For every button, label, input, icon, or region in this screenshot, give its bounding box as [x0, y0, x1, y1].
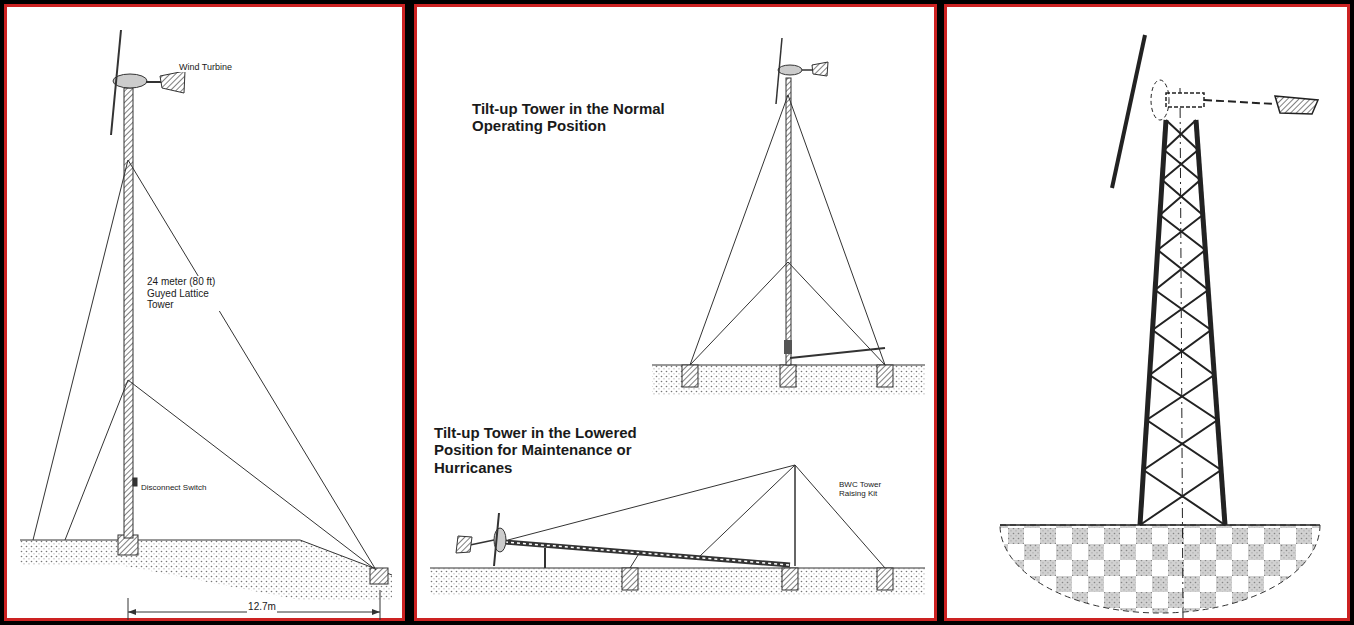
- tail-boom: [470, 540, 494, 545]
- guy-wire: [128, 160, 376, 570]
- mast-lattice: [505, 542, 790, 565]
- raising-line: [508, 465, 795, 540]
- tilt-up-tower-lowered: [430, 465, 925, 595]
- hinge: [784, 340, 792, 354]
- gin-pole: [794, 465, 796, 566]
- tail-fin: [812, 62, 828, 76]
- guy-wire: [690, 262, 788, 365]
- nacelle: [113, 74, 147, 88]
- label-holder: BWC Tower Raising Kit: [838, 480, 900, 500]
- label-holder: Disconnect Switch: [140, 476, 220, 494]
- freestanding-lattice-tower: [1000, 35, 1320, 620]
- part-label: Disconnect Switch: [140, 483, 207, 492]
- panel-frame: [416, 6, 936, 620]
- guy-anchor: [370, 568, 388, 584]
- ground-line: [20, 540, 300, 541]
- guy-wire: [788, 95, 885, 365]
- switch-box: [133, 478, 137, 486]
- guy-wire: [788, 262, 885, 365]
- rotor-blade: [776, 38, 782, 104]
- dimension-label: 12.7m: [247, 601, 277, 613]
- tower-stand: [544, 548, 546, 568]
- guy-anchor: [877, 568, 893, 590]
- rotor-blade: [1112, 35, 1145, 188]
- tail-fin: [456, 536, 472, 553]
- label-holder: Tilt-up Tower in the Normal Operating Po…: [472, 100, 727, 135]
- dimension-extension: [380, 590, 381, 620]
- panel-frame: [6, 6, 404, 620]
- panel-frame: [946, 6, 1349, 620]
- guy-wire: [33, 160, 128, 540]
- guy-anchor: [682, 365, 698, 387]
- label-holder: Tilt-up Tower in the Lowered Position fo…: [434, 424, 696, 477]
- guy-wire: [128, 380, 376, 570]
- label-holder: 24 meter (80 ft) Guyed Lattice Tower: [146, 276, 230, 312]
- view-heading: Tilt-up Tower in the Normal Operating Po…: [472, 100, 727, 135]
- tail-fin: [160, 71, 185, 93]
- label-holder: 12.7m: [232, 596, 292, 614]
- label-holder: Wind Turbine: [178, 56, 268, 74]
- guy-wire: [690, 95, 788, 365]
- tail-boom: [1204, 100, 1275, 104]
- guyed-tower-drawing: [20, 30, 392, 620]
- panel-frames: [6, 6, 1349, 620]
- lattice-mast: [124, 88, 133, 538]
- tower-footing: [780, 365, 796, 387]
- view-heading: Tilt-up Tower in the Lowered Position fo…: [434, 424, 696, 476]
- ground: [652, 365, 925, 395]
- guy-wire: [65, 380, 128, 540]
- tower-mast: [505, 542, 790, 565]
- foundation: [1000, 525, 1320, 613]
- tower-mast: [786, 78, 791, 365]
- guy-anchor: [622, 568, 638, 590]
- ground: [430, 568, 925, 595]
- ground-line: [1000, 524, 1320, 526]
- cross-bracing: [1140, 120, 1225, 525]
- guy-wire: [630, 552, 640, 568]
- raising-line: [700, 465, 795, 556]
- tower-footing: [782, 568, 798, 590]
- tilt-up-tower-upright: [652, 38, 925, 395]
- rotor-blade: [111, 30, 121, 135]
- ground-line: [430, 568, 925, 569]
- rotor-sweep: [1151, 80, 1169, 120]
- nacelle: [778, 65, 802, 75]
- nacelle: [1166, 93, 1204, 107]
- dimension-extension: [128, 598, 129, 620]
- tower-label: 24 meter (80 ft) Guyed Lattice Tower: [146, 276, 230, 311]
- rotor-blade: [494, 513, 499, 566]
- ground: [20, 540, 392, 600]
- guy-anchor: [877, 365, 893, 387]
- gin-pole: [790, 348, 885, 358]
- center-line: [1180, 88, 1183, 620]
- part-label: BWC Tower Raising Kit: [838, 480, 900, 498]
- part-label: Wind Turbine: [178, 62, 233, 72]
- tail-fin: [1275, 96, 1318, 114]
